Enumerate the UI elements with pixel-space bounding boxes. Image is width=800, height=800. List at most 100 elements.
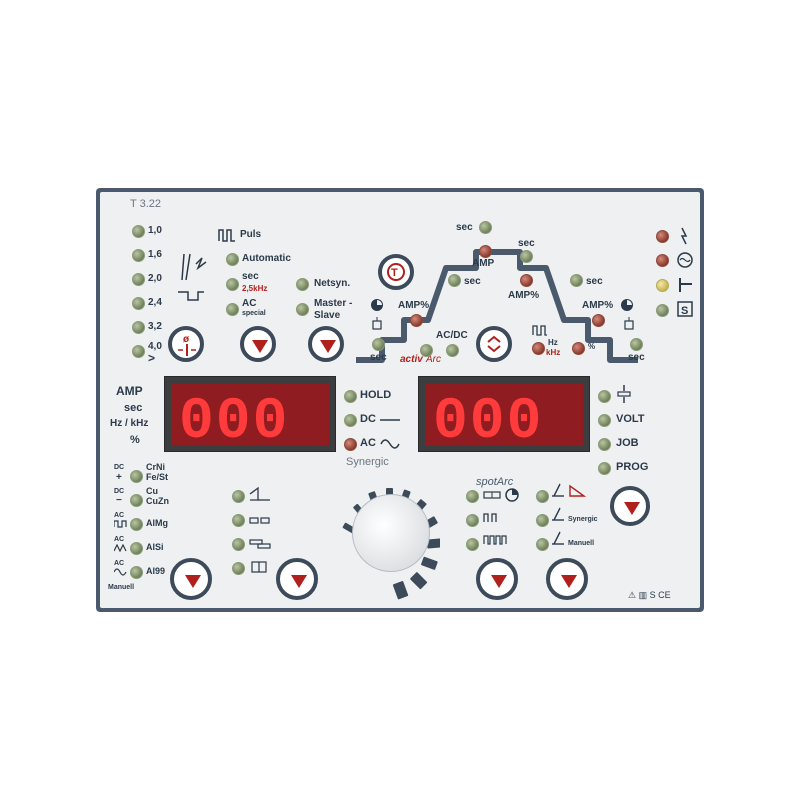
led-master-slave: [296, 303, 309, 316]
left-display-digits: 000: [179, 390, 289, 443]
material-name-4: Al99: [146, 566, 166, 576]
parameter-select-button[interactable]: [476, 326, 512, 362]
svg-text:T: T: [391, 267, 398, 279]
right-display: 000: [418, 376, 590, 452]
operating-mode-icons: [483, 488, 519, 545]
balance-pct-label: %: [588, 342, 596, 351]
volt-label: VOLT: [616, 413, 645, 425]
material-pol-1: DC: [114, 488, 125, 495]
led-torch-updown: [536, 490, 549, 503]
material-select-button[interactable]: [170, 558, 212, 600]
triangle-down-icon: [291, 575, 307, 588]
material-sign-0: +: [116, 472, 122, 483]
led-volt-range: [598, 390, 611, 403]
ac-special-label: AC: [242, 298, 257, 309]
triangle-down-icon: [185, 575, 201, 588]
led-hold: [344, 390, 357, 403]
torch-t-icon: T: [387, 263, 405, 281]
led-4-cycle: [466, 538, 479, 551]
material-pol-3: AC: [114, 536, 125, 543]
material-sign-1: −: [116, 495, 122, 506]
seq-amp-label: AMP: [472, 258, 495, 269]
diameter-label-2-0: 2,0: [148, 273, 162, 284]
seq-sec-start-label: sec: [370, 352, 387, 363]
seq-sec-right-label: sec: [586, 276, 603, 287]
seq-amp-pct-left-label: AMP%: [398, 300, 430, 311]
ac-triangle-wave-icon: [114, 544, 127, 552]
unit-amp-label: AMP: [116, 384, 143, 398]
welding-sequence-diagram: [356, 249, 638, 363]
led-material-al99: [130, 566, 143, 579]
hz-label: Hz: [548, 338, 558, 347]
led-diameter-2-0: [132, 273, 145, 286]
activarc-label-a: activ: [400, 354, 423, 365]
display-select-button[interactable]: [610, 486, 650, 526]
sync-select-button[interactable]: [308, 326, 344, 362]
triangle-down-icon: [320, 340, 336, 353]
unit-sec-label: sec: [124, 402, 143, 414]
led-hf-ignition: [656, 254, 669, 267]
spotarc-label: spotArc: [476, 476, 514, 488]
model-label: T 3.22: [130, 198, 161, 210]
led-automatic: [226, 253, 239, 266]
led-diameter-3-2: [132, 321, 145, 334]
led-torch-manuell: [536, 538, 549, 551]
slave-label: Slave: [314, 310, 341, 321]
led-volt: [598, 414, 611, 427]
led-diameter-1-6: [132, 249, 145, 262]
torch-mode-button[interactable]: T: [378, 254, 414, 290]
led-diameter-4-0: [132, 345, 145, 358]
led-dc: [344, 414, 357, 427]
synergic-label: Synergic: [346, 456, 389, 468]
led-job: [598, 438, 611, 451]
triangle-down-icon: [561, 575, 577, 588]
led-2-cycle: [466, 514, 479, 527]
prog-label: PROG: [616, 461, 649, 473]
electrode-diameter-button[interactable]: ø: [168, 326, 204, 362]
torch-mode-select-button[interactable]: [546, 558, 588, 600]
pulse-icon: [218, 229, 235, 242]
diameter-label-4-0: 4,0: [148, 341, 162, 352]
weld-type-icons: [249, 486, 271, 573]
material-pol-4: AC: [114, 560, 125, 567]
left-display-screen: [171, 383, 329, 445]
led-seq-amp: [479, 245, 492, 258]
led-balance: [572, 342, 585, 355]
diameter-label-1-0: 1,0: [148, 225, 162, 236]
operating-mode-select-button[interactable]: [476, 558, 518, 600]
left-display-value: 000: [179, 390, 289, 443]
dc-label: DC: [360, 413, 376, 425]
gas-valve-icon-right: [624, 317, 634, 330]
led-material-cu: [130, 494, 143, 507]
led-material-alsi: [130, 542, 143, 555]
seq-amp-pct-right-label: AMP%: [582, 300, 614, 311]
triangle-down-icon: [252, 340, 268, 353]
material-sub-0: Fe/St: [146, 472, 169, 482]
led-lift-arc: [656, 279, 669, 292]
material-name-0: CrNi: [146, 462, 166, 472]
diameter-label-2-4: 2,4: [148, 297, 162, 308]
led-seq-sec-peak: [520, 250, 533, 263]
weld-type-select-button[interactable]: [276, 558, 318, 600]
cycle-arrows-icon: [487, 335, 501, 353]
right-display-value: 000: [433, 390, 543, 443]
svg-text:S: S: [681, 305, 688, 317]
led-seq-sec-mid: [448, 274, 461, 287]
control-panel: T 3.22 1,0 1,6 2,0 2,4 3,2 4,0 > ø: [96, 188, 704, 612]
diameter-greater-sign: >: [148, 351, 156, 365]
led-hz-khz: [532, 342, 545, 355]
pulse-select-button[interactable]: [240, 326, 276, 362]
seq-sec-mid-label: sec: [464, 276, 481, 287]
special-label: special: [242, 310, 266, 317]
seq-sec-end-label: sec: [628, 352, 645, 363]
seq-amp-pct-mid-label: AMP%: [508, 290, 540, 301]
led-seq-amp-mid: [520, 274, 533, 287]
led-lightning: [656, 230, 669, 243]
tungsten-electrode-icon: [178, 253, 207, 301]
main-encoder-knob[interactable]: [340, 482, 440, 600]
unit-hzkhz-label: Hz / kHz: [110, 418, 149, 429]
led-material-crni: [130, 470, 143, 483]
knob-dial[interactable]: [352, 494, 430, 572]
right-display-screen: [425, 383, 583, 445]
led-s-mode: [656, 304, 669, 317]
